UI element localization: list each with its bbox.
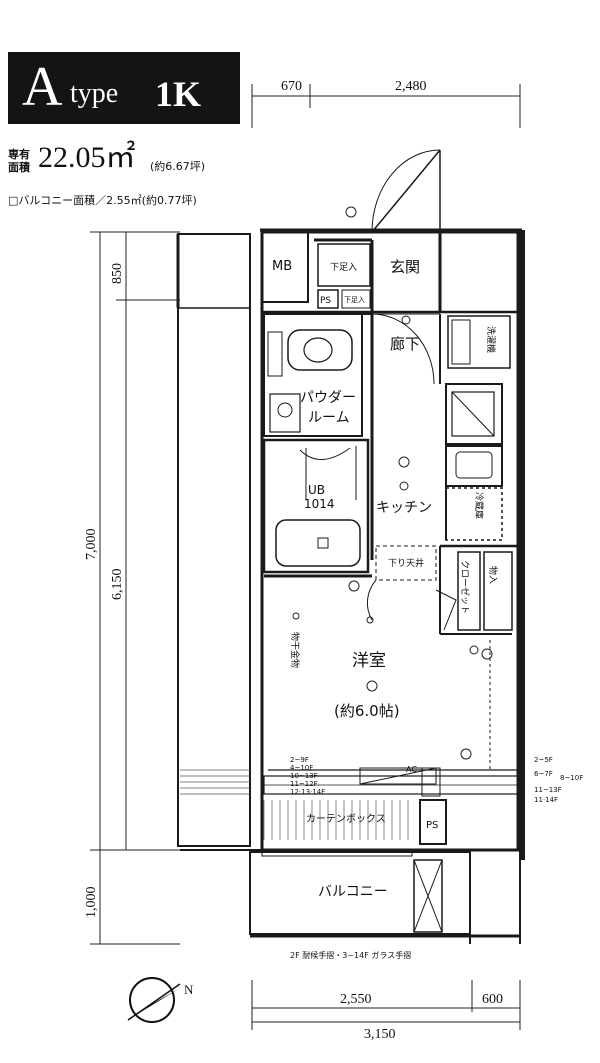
dim-bottom-600: 600 <box>482 992 503 1007</box>
type-word: type <box>70 78 119 109</box>
ps-top-label: PS <box>320 296 331 306</box>
shoe-box-label: 下足入 <box>330 262 357 273</box>
floor-note-left: 4~10F <box>290 764 313 772</box>
floor-note-left: 11~12F <box>290 780 318 788</box>
floor-note-right: 6~7F <box>534 770 553 778</box>
curtain-box-label: カーテンボックス <box>306 813 386 825</box>
room-size-label: (約6.0帖) <box>334 702 400 720</box>
dim-bottom-3150: 3,150 <box>364 1027 396 1042</box>
dim-left-850: 850 <box>110 263 125 284</box>
ac-label: AC <box>406 765 417 774</box>
title-banner <box>8 52 240 124</box>
powder-room-label-1: パウダー <box>300 390 356 406</box>
electrical-symbols <box>292 206 493 760</box>
powder-room-label-2: ルーム <box>308 410 350 426</box>
floor-note-right: 11·14F <box>534 796 558 804</box>
floor-notes-left: 2~9F 4~10F 10~13F 11~12F 12·13·14F <box>290 756 325 796</box>
dim-top-2480: 2,480 <box>395 79 427 94</box>
floor-note-left: 2~9F <box>290 756 309 764</box>
dim-left-7000: 7,000 <box>84 529 99 561</box>
area-value: 22.05㎡ <box>38 141 136 174</box>
washer-label: 洗濯機 <box>485 326 497 353</box>
floor-note-left: 10~13F <box>290 772 318 780</box>
balcony-area: □バルコニー面積／2.55㎡(約0.77坪) <box>8 194 197 207</box>
hatch-area <box>180 769 409 840</box>
balcony-label: バルコニー <box>318 884 388 900</box>
storage-label: 物入 <box>487 566 499 584</box>
plan-type: 1K <box>155 74 202 114</box>
closet-label: クローゼット <box>459 560 471 614</box>
ub-size: 1014 <box>304 497 335 511</box>
dim-left-6150: 6,150 <box>110 569 125 601</box>
dim-top-670: 670 <box>281 79 302 94</box>
mb-label: MB <box>272 259 292 274</box>
dim-left-1000: 1,000 <box>84 887 99 919</box>
ceiling-drop-label: 下り天井 <box>388 557 424 569</box>
area-label: 専有面積 <box>8 148 30 174</box>
floor-note-right: 8~10F <box>560 774 583 782</box>
walls <box>176 149 525 944</box>
dimension-lines <box>90 84 521 1030</box>
floor-note-left: 12·13·14F <box>290 788 325 796</box>
fridge-label: 冷蔵庫 <box>473 492 485 519</box>
ub-label: UB <box>308 483 325 497</box>
entrance-label: 玄関 <box>390 258 420 276</box>
ps-bottom-label: PS <box>426 820 438 831</box>
hanging-label: 物干金物 <box>289 632 301 668</box>
floor-notes-right: 2~5F 6~7F 8~10F 11~13F 11·14F <box>534 756 583 804</box>
hallway-label: 廊下 <box>390 335 420 353</box>
kitchen-label: キッチン <box>376 500 432 516</box>
compass-icon: N <box>127 977 194 1023</box>
area-approx: (約6.67坪) <box>150 160 206 173</box>
shoe-box-small-label: 下足入 <box>344 296 365 304</box>
floor-note-right: 2~5F <box>534 756 553 764</box>
balcony-note: 2F 耐候手摺・3~14F ガラス手摺 <box>290 950 411 960</box>
western-room-label: 洋室 <box>352 651 386 671</box>
compass-north-label: N <box>184 982 194 997</box>
floor-note-right: 11~13F <box>534 786 562 794</box>
type-letter: A <box>22 56 63 118</box>
dim-bottom-2550: 2,550 <box>340 992 372 1007</box>
